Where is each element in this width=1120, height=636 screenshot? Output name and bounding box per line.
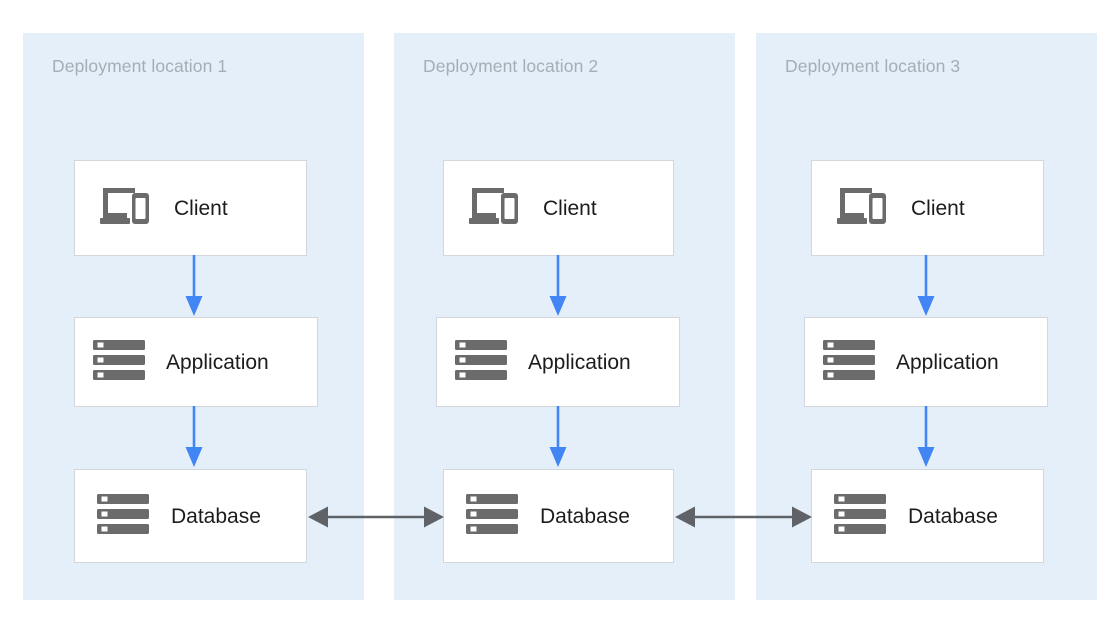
zone-1-title: Deployment location 1 <box>52 56 228 76</box>
node-application-1[interactable]: Application <box>74 317 318 407</box>
server-icon <box>97 493 149 540</box>
flow-arrow-client-1-to-application-1 <box>182 255 206 317</box>
replication-arrow-database-1-database-2 <box>308 502 444 532</box>
zone-3-title: Deployment location 3 <box>785 56 961 76</box>
replication-arrow-database-2-database-3 <box>675 502 812 532</box>
node-client-2[interactable]: Client <box>443 160 674 256</box>
node-client-2-label: Client <box>543 196 597 220</box>
flow-arrow-client-3-to-application-3 <box>914 255 938 317</box>
server-icon <box>455 339 507 386</box>
devices-icon <box>468 184 522 233</box>
node-database-3[interactable]: Database <box>811 469 1044 563</box>
node-database-1-label: Database <box>171 504 261 528</box>
node-database-2[interactable]: Database <box>443 469 674 563</box>
flow-arrow-application-2-to-database-2 <box>546 406 570 468</box>
devices-icon <box>836 184 890 233</box>
node-client-1-label: Client <box>174 196 228 220</box>
node-application-3[interactable]: Application <box>804 317 1048 407</box>
node-database-1[interactable]: Database <box>74 469 307 563</box>
flow-arrow-client-2-to-application-2 <box>546 255 570 317</box>
node-application-1-label: Application <box>166 350 269 374</box>
devices-icon <box>99 184 153 233</box>
flow-arrow-application-1-to-database-1 <box>182 406 206 468</box>
node-client-3-label: Client <box>911 196 965 220</box>
node-application-2[interactable]: Application <box>436 317 680 407</box>
zone-2-title: Deployment location 2 <box>423 56 599 76</box>
node-database-3-label: Database <box>908 504 998 528</box>
node-database-2-label: Database <box>540 504 630 528</box>
server-icon <box>466 493 518 540</box>
server-icon <box>93 339 145 386</box>
node-application-2-label: Application <box>528 350 631 374</box>
server-icon <box>834 493 886 540</box>
node-application-3-label: Application <box>896 350 999 374</box>
flow-arrow-application-3-to-database-3 <box>914 406 938 468</box>
server-icon <box>823 339 875 386</box>
node-client-3[interactable]: Client <box>811 160 1044 256</box>
node-client-1[interactable]: Client <box>74 160 307 256</box>
